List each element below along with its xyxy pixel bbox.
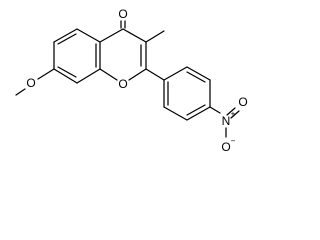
methoxy-oxygen-label: O	[26, 76, 35, 90]
nitro-oxygen-charge: −	[231, 137, 236, 146]
nitro-nitrogen-charge: +	[231, 110, 236, 119]
ring-oxygen-label: O	[118, 77, 127, 91]
nitro-oxygen-double-label: O	[238, 95, 247, 109]
atom-labels: O O O N + O O −	[26, 7, 247, 154]
nitro-oxygen-single-label: O	[221, 140, 230, 154]
chemical-structure: O O O N + O O −	[15, 7, 248, 154]
carbonyl-oxygen-label: O	[118, 7, 127, 21]
nitro-nitrogen-label: N	[222, 114, 231, 128]
bonds	[15, 20, 240, 138]
